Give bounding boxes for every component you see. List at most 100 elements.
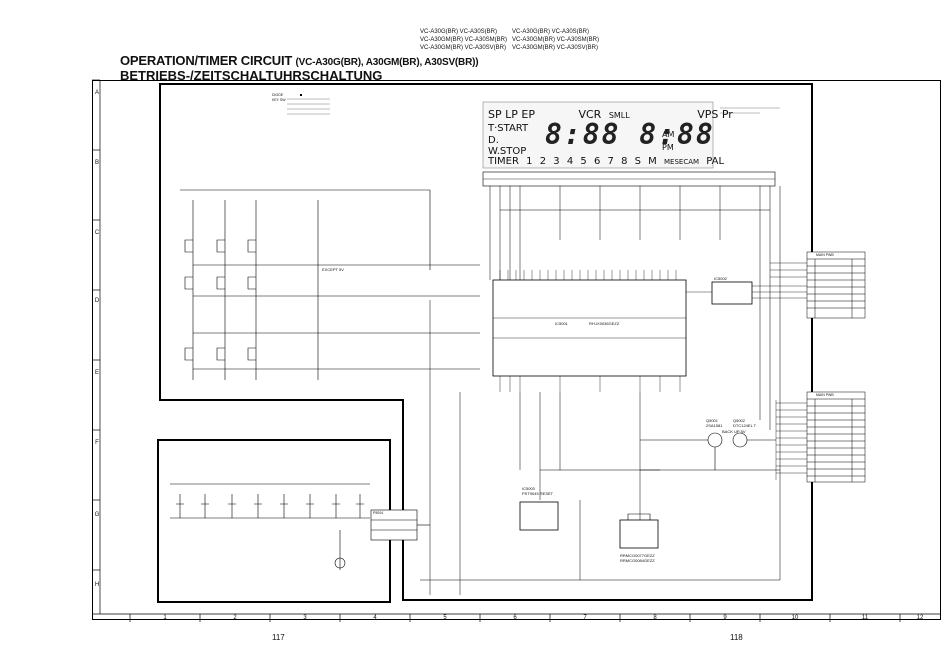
legend: [287, 94, 330, 115]
bus-lines: [400, 186, 771, 430]
model-list-right: VC-A30G(BR) VC-A30S(BR) VC-A30GM(BR) VC-…: [512, 28, 599, 52]
page-number-right: 118: [730, 633, 743, 642]
row-label: H: [94, 582, 100, 588]
model-line: VC-A30G(BR) VC-A30S(BR): [512, 29, 590, 35]
remote-sensor: [619, 513, 659, 549]
vfd-vps: VPS Pr: [697, 108, 733, 121]
row-label: B: [94, 160, 99, 166]
lower-wiring: [420, 186, 781, 595]
model-line: VC-A30G(BR) VC-A30S(BR): [420, 29, 498, 35]
ruler-ticks: [92, 613, 941, 622]
vfd-ch: 5: [580, 156, 587, 167]
legend-diode: DIODE: [272, 93, 284, 97]
remote-part: RRMCG0077GEZZ: [620, 553, 655, 558]
column-label: 3: [303, 615, 307, 621]
vfd-ch: 7: [607, 156, 614, 167]
q5001-ref: Q5001: [706, 418, 719, 423]
vfd-ch: 8: [621, 156, 628, 167]
column-label: 5: [443, 615, 447, 621]
vfd-vcr: VCR: [578, 108, 602, 121]
vfd-display: [482, 101, 780, 187]
column-label: 6: [513, 615, 517, 621]
key-matrix: [180, 189, 431, 380]
model-line: VC-A30GM(BR) VC-A30SV(BR): [420, 45, 507, 51]
column-label: 2: [233, 615, 237, 621]
vfd-ch: 6: [593, 156, 601, 167]
q5001-part: 2SA1581: [706, 423, 723, 428]
remote-label: RRMCG0077GEZZ RRMCG0084GEZZ: [620, 553, 655, 563]
row-label: G: [94, 512, 100, 518]
row-label: F: [95, 440, 99, 446]
ic5001-pins: [499, 270, 681, 392]
ic5001-ref: IC5001: [555, 321, 568, 326]
row-label: E: [94, 370, 99, 376]
page-title: OPERATION/TIMER CIRCUIT (VC-A30G(BR), A3…: [120, 53, 479, 68]
row-label: D: [94, 298, 100, 304]
column-label: 4: [373, 615, 377, 621]
row-label: A: [94, 90, 99, 96]
vfd-ch: 2: [539, 156, 547, 167]
operation-pwb-outline: [159, 83, 813, 601]
model-line: VC-A30GM(BR) VC-A30SV(BR): [512, 45, 599, 51]
vfd-smll: SMLL: [608, 111, 630, 120]
vfd-row5: TIMER 1 2 3 4 5 6 7 8 S M MESECAM PAL: [488, 156, 724, 167]
q5001-label: Q5001 2SA1581: [706, 418, 722, 428]
vfd-ch: 4: [566, 156, 574, 167]
title-models: (VC-A30G(BR), A30GM(BR), A30SV(BR)): [295, 57, 479, 68]
drawing-frame: [92, 80, 941, 620]
vfd-am: AM: [662, 130, 675, 139]
page-number-left: 117: [272, 633, 285, 642]
vfd-ch: S: [634, 156, 641, 167]
row-label: C: [94, 230, 100, 236]
page-subtitle: BETRIEBS-/ZEITSCHALTUHRSCHALTUNG: [120, 68, 383, 83]
title-main: OPERATION/TIMER CIRCUIT: [120, 53, 293, 68]
model-list-left: VC-A30G(BR) VC-A30S(BR) VC-A30GM(BR) VC-…: [420, 28, 507, 52]
row-ticks: [92, 79, 101, 614]
q5002-ref: Q5002: [733, 418, 746, 423]
column-label: 9: [723, 615, 727, 621]
connector-label: P5004: [373, 511, 384, 515]
ic5003-label: IC5003 PST9045 RESET: [522, 486, 553, 496]
model-line: VC-A30GM(BR) VC-A30SM(BR): [512, 37, 600, 43]
ic5002-label: IC5002: [714, 276, 727, 281]
connector-table-2: [806, 391, 866, 483]
column-ruler: 1 2 3 4 5 6 7 8 9 10 11 12: [92, 614, 941, 622]
ic5003-part: PST9045 RESET: [522, 491, 554, 496]
column-label: 10: [791, 615, 799, 621]
q5002-part: DTC124EL T: [733, 423, 757, 428]
key-pwb-outline: [157, 439, 391, 603]
column-label: 7: [583, 615, 587, 621]
q5002-label: Q5002 DTC124EL T: [733, 418, 756, 428]
vfd-mesecam: MESECAM: [664, 158, 700, 166]
front-key-switches: [170, 483, 430, 570]
column-label: 8: [653, 615, 657, 621]
ic5001: [492, 279, 687, 377]
connector-wires: [770, 262, 807, 480]
vfd-pal: PAL: [706, 156, 725, 167]
vfd-ch: 3: [553, 156, 560, 167]
column-label: 11: [861, 615, 869, 621]
column-label: 12: [916, 615, 924, 621]
legend-labels: DIODE KEY SW: [272, 93, 286, 103]
legend-key: KEY SW: [272, 98, 286, 102]
vfd-ch: M: [648, 156, 657, 167]
vfd-row1: SP LP EP VCR SMLL VPS Pr: [488, 108, 733, 121]
ic5003-ref: IC5003: [522, 486, 535, 491]
table2-title: MAIN PWB: [816, 393, 834, 397]
transistors: [640, 432, 776, 470]
backup-note: BACK UP 5V: [722, 429, 746, 434]
connector-table-1: [806, 251, 866, 319]
column-label: 1: [163, 615, 167, 621]
except-note: EXCEPT 5V: [322, 267, 344, 272]
vfd-timer: TIMER 1: [488, 156, 533, 167]
vfd-d: D.: [488, 135, 499, 146]
vfd-wstop: W.STOP: [488, 146, 527, 157]
vfd-pm: PM: [662, 143, 674, 152]
remote-part-2: RRMCG0084GEZZ: [620, 558, 655, 563]
vfd-tstart: T·START: [488, 123, 529, 134]
ic5003: [519, 501, 559, 531]
table1-title: MAIN PWB: [816, 253, 834, 257]
model-line: VC-A30GM(BR) VC-A30SM(BR): [420, 37, 508, 43]
vfd-mode: SP LP EP: [488, 108, 535, 121]
